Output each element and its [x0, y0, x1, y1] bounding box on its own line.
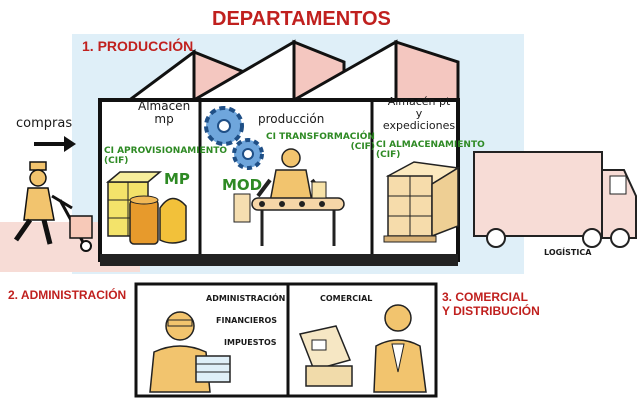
raw-materials-icon [105, 171, 187, 245]
compras-label: compras [16, 116, 73, 131]
produccion-label: producción [258, 112, 325, 126]
logistica-label: LOGÍSTICA [544, 248, 592, 257]
mp-label: MP [164, 170, 190, 188]
office-financieros-label: FINANCIEROS [216, 316, 278, 325]
sales-clerk-icon [373, 304, 427, 393]
administrator-icon [149, 311, 231, 393]
office-impuestos-label: IMPUESTOS [224, 338, 277, 347]
ci-aprovisionamiento-label: CI APROVISIONAMIENTO (CIF) [104, 146, 228, 166]
ci-transformacion-label: CI TRANSFORMACIÓN (CIF) [266, 132, 375, 152]
finished-goods-icon [383, 161, 461, 243]
ci-almacenamiento-label: CI ALMACENAMIENTO (CIF) [376, 140, 485, 160]
truck-icon [473, 151, 637, 248]
almacen-mp-label: Almacén mp [138, 99, 191, 126]
page-title: DEPARTAMENTOS [212, 8, 391, 30]
gears-icon [204, 106, 264, 170]
compras-arrow-icon [34, 136, 76, 152]
office-administracion-label: ADMINISTRACIÓN [206, 294, 286, 303]
section-produccion: 1. PRODUCCIÓN [82, 38, 194, 54]
delivery-worker-icon [13, 161, 93, 252]
almacen-pt-label: Almacén pt y expediciones [382, 95, 456, 132]
section-administracion: 2. ADMINISTRACIÓN [8, 288, 127, 302]
production-line-icon [233, 148, 345, 246]
cash-register-icon [298, 325, 353, 387]
mod-label: MOD [222, 176, 263, 194]
section-comercial: 3. COMERCIAL Y DISTRIBUCIÓN [442, 290, 540, 318]
office-comercial-label: COMERCIAL [320, 294, 373, 303]
